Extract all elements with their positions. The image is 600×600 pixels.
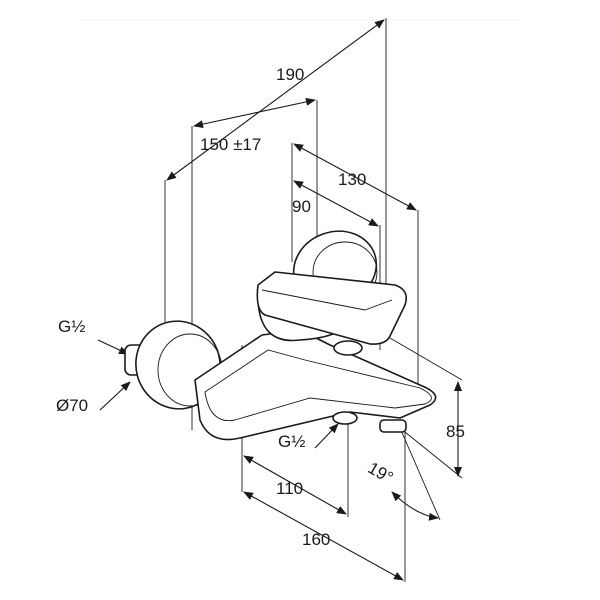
label-outlet-thread: G½ bbox=[278, 432, 305, 451]
dimension-labels: 190 150 ±17 130 90 G½ Ø70 G½ 85 110 19° … bbox=[56, 65, 465, 549]
label-190: 190 bbox=[276, 65, 304, 84]
label-85: 85 bbox=[446, 422, 465, 441]
label-160: 160 bbox=[302, 530, 330, 549]
label-90: 90 bbox=[292, 197, 311, 216]
faucet-body bbox=[124, 230, 437, 441]
label-110: 110 bbox=[276, 479, 303, 498]
label-19deg: 19° bbox=[365, 458, 397, 487]
label-150: 150 ±17 bbox=[200, 135, 261, 154]
label-130: 130 bbox=[338, 170, 366, 189]
label-inlet-thread: G½ bbox=[58, 317, 85, 336]
dimension-lines bbox=[97, 19, 462, 581]
label-flange-diameter: Ø70 bbox=[56, 396, 88, 415]
